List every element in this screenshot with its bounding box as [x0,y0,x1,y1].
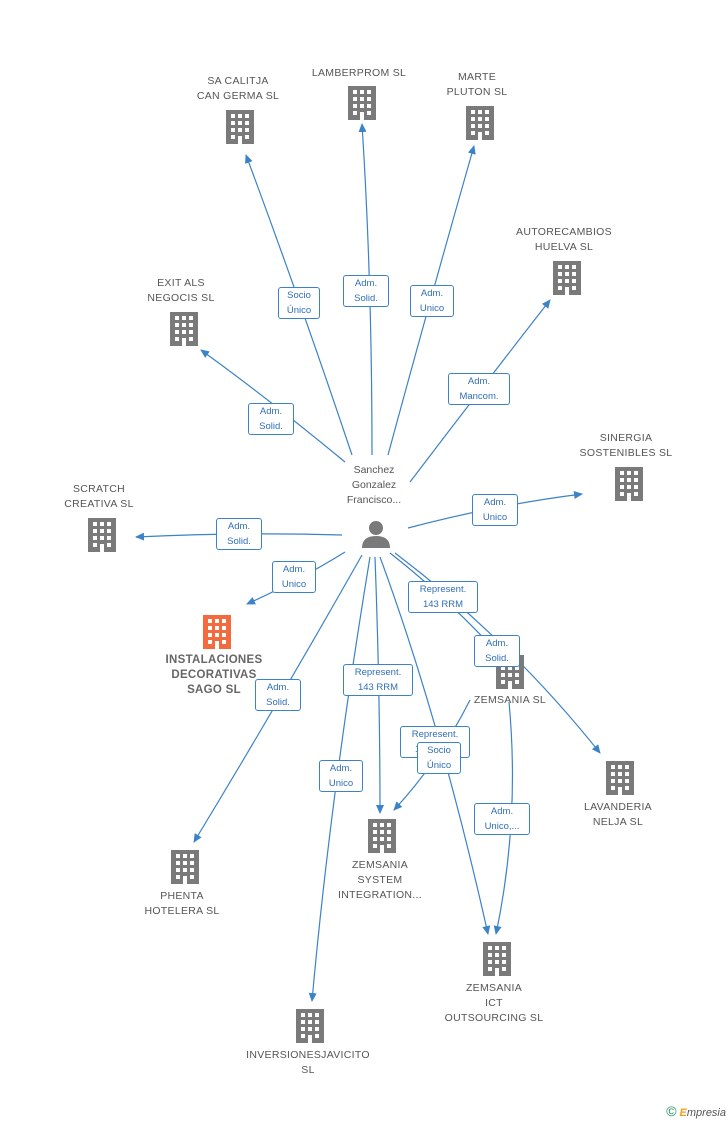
edge-label-phenta[interactable]: Adm.Solid. [255,679,301,711]
building-icon-autorecambios [553,261,581,295]
building-icon-scratch [88,518,116,552]
building-icon-phenta [171,850,199,884]
building-icon-exitals [170,312,198,346]
edge-label-exitals[interactable]: Adm.Solid. [248,403,294,435]
building-icon-lamberprom [348,86,376,120]
edge-label-scratch[interactable]: Adm.Solid. [216,518,262,550]
person-icon [362,521,390,548]
building-icon-inversiones [296,1009,324,1043]
building-icon-zsystem [368,819,396,853]
edge-label-zemsania-rep[interactable]: Represent.143 RRM [408,581,478,613]
edge-label-lamberprom[interactable]: Adm.Solid. [343,275,389,307]
edge-label-inversiones[interactable]: Adm.Unico [319,760,363,792]
building-icon-sacalitja [226,110,254,144]
building-icon-sinergia [615,467,643,501]
building-icon-marte [466,106,494,140]
edge-label-zict-adm[interactable]: Adm.Unico,... [474,803,530,835]
edge-label-zemsania-adm[interactable]: Adm.Solid. [474,635,520,667]
edge-label-marte[interactable]: Adm.Unico [410,285,454,317]
person-name[interactable]: Sanchez Gonzalez Francisco... [346,464,402,506]
copyright-icon: © [666,1103,677,1119]
edge-label-autorecambios[interactable]: Adm.Mancom. [448,373,510,405]
empresia-logo[interactable]: ©Empresia [666,1103,726,1119]
edge-label-zsystem-rep[interactable]: Represent.143 RRM [343,664,413,696]
building-icon-zict [483,942,511,976]
edge-label-sinergia[interactable]: Adm.Unico [472,494,518,526]
edge-label-instalaciones[interactable]: Adm.Unico [272,561,316,593]
building-icon-lavanderia [606,761,634,795]
node-label-zemsania[interactable]: ZEMSANIA SL [473,694,547,706]
building-icon-instalaciones [203,615,231,649]
node-label-lamberprom[interactable]: LAMBERPROM SL [311,67,407,79]
